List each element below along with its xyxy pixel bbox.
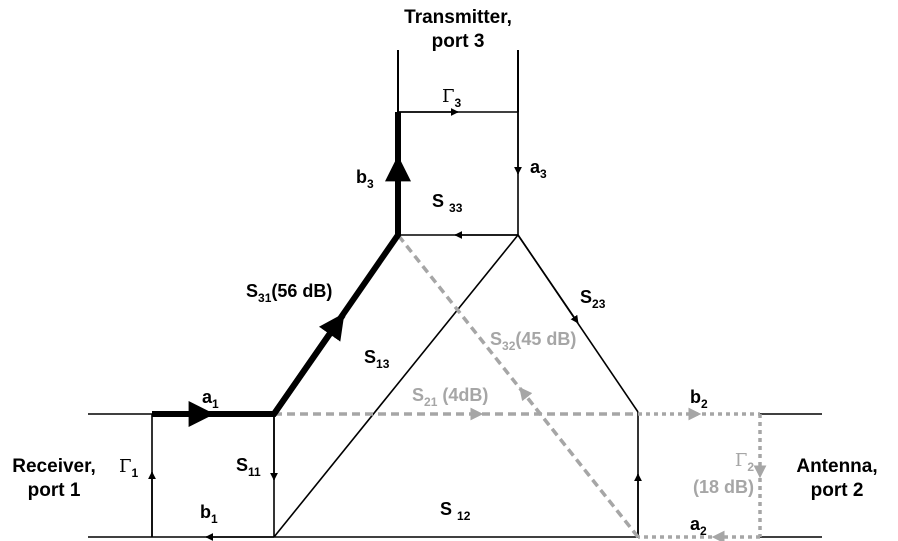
b1-label: b1 <box>200 502 218 525</box>
gamma1-subscript: 1 <box>131 466 139 480</box>
s32-main: S <box>490 329 503 349</box>
s32-note: (45 dB) <box>515 329 577 349</box>
s33-label: S 33 <box>432 191 462 214</box>
s11-main: S <box>236 455 249 475</box>
b2-subscript: 2 <box>701 397 708 411</box>
s12-main: S <box>440 499 453 519</box>
b3-subscript: 3 <box>367 177 374 191</box>
gamma1-symbol: Γ <box>119 456 132 477</box>
b3-label: b3 <box>356 167 374 190</box>
s13-branch <box>273 234 519 538</box>
b3-main: b <box>356 167 367 187</box>
a2-label: a2 <box>690 514 707 537</box>
s12-subscript: 12 <box>457 509 471 523</box>
s21-note: (4dB) <box>437 385 489 405</box>
transmitter-line1: Transmitter, <box>404 7 512 28</box>
antenna-line1: Antenna, <box>796 456 878 477</box>
s21-main: S <box>412 385 425 405</box>
s23-main: S <box>580 287 593 307</box>
transmitter-port-label: Transmitter, port 3 <box>398 6 518 54</box>
antenna-port-label: Antenna, port 2 <box>787 455 887 503</box>
s31-label: S31(56 dB) <box>246 281 333 304</box>
a3-label: a3 <box>530 157 547 180</box>
s32-arrow <box>518 386 640 538</box>
b1-subscript: 1 <box>211 512 218 526</box>
b2-main: b <box>690 387 701 407</box>
a3-subscript: 3 <box>540 167 547 181</box>
s13-subscript: 13 <box>376 357 390 371</box>
bold-receive-path <box>152 112 401 417</box>
s13-label: S13 <box>364 347 389 370</box>
s31-arrow <box>271 312 346 416</box>
a3-main: a <box>530 157 541 177</box>
s31-subscript: 31 <box>258 291 272 305</box>
antenna-line2: port 2 <box>810 480 864 501</box>
receiver-port-label: Receiver, port 1 <box>4 455 104 503</box>
b1-main: b <box>200 502 211 522</box>
s13-main: S <box>364 347 377 367</box>
transmitter-line2: port 3 <box>431 31 485 52</box>
s21-subscript: 21 <box>424 395 438 409</box>
a1-main: a <box>202 387 213 407</box>
a2-subscript: 2 <box>700 524 707 538</box>
s31-note: (56 dB) <box>271 281 333 301</box>
s32-subscript: 32 <box>502 339 516 353</box>
gamma3-symbol: Γ <box>442 86 455 107</box>
gamma2-subscript: 2 <box>747 460 754 474</box>
a2-main: a <box>690 514 701 534</box>
s33-main: S <box>432 191 445 211</box>
s11-subscript: 11 <box>248 465 261 479</box>
s23-label: S23 <box>580 287 605 310</box>
s32-label: S32(45 dB) <box>490 329 577 352</box>
gamma1-label: Γ1 <box>119 456 138 480</box>
b2-label: b2 <box>690 387 708 410</box>
s11-label: S11 <box>236 455 261 478</box>
s31-main: S <box>246 281 259 301</box>
receiver-line1: Receiver, <box>12 456 96 477</box>
gamma2-symbol: Γ <box>734 450 748 471</box>
gamma3-label: Γ3 <box>442 86 461 110</box>
s23-subscript: 23 <box>592 297 606 311</box>
gamma2-note: (18 dB) <box>692 477 754 497</box>
s12-label: S 12 <box>440 499 470 522</box>
a1-subscript: 1 <box>212 397 219 411</box>
s21-label: S21 (4dB) <box>412 385 489 408</box>
s23-arrow <box>517 234 579 324</box>
gamma3-subscript: 3 <box>454 96 462 110</box>
gamma2-label: Γ2 (18 dB) <box>692 450 754 497</box>
a1-label: a1 <box>202 387 219 410</box>
receiver-line2: port 1 <box>27 480 81 501</box>
gamma2-symbol-line: Γ2 <box>692 450 754 474</box>
s33-subscript: 33 <box>449 201 463 215</box>
